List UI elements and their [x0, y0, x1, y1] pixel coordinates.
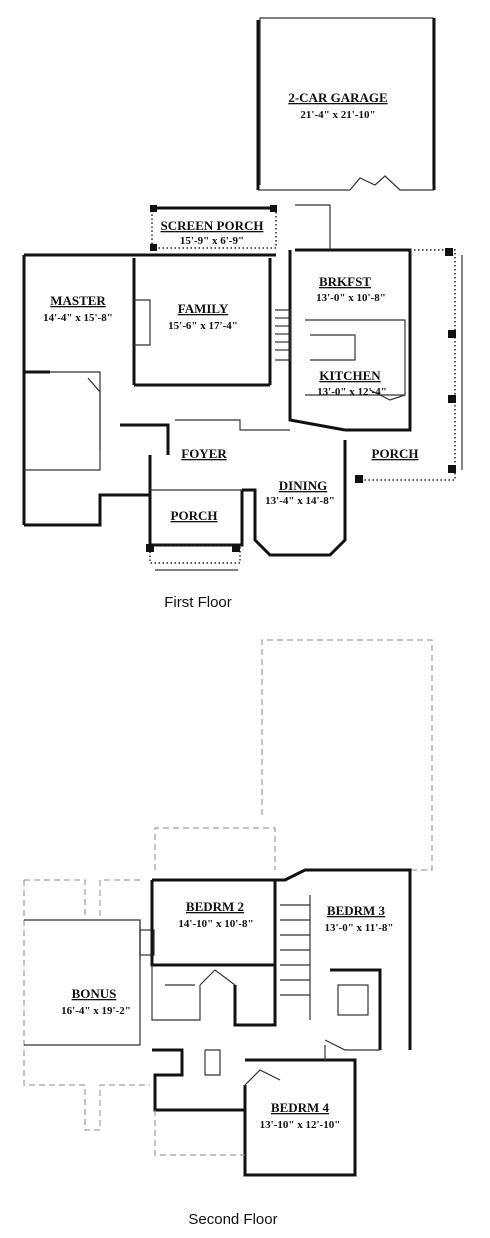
- stair-hall: [275, 868, 412, 1050]
- second-floor-plan: [23, 639, 433, 1177]
- main-house-walls: [22, 204, 412, 557]
- screen-porch-dims: 15'-9" x 6'-9": [180, 235, 244, 247]
- master-label: MASTER: [50, 293, 106, 308]
- open-to-below-outline: [261, 639, 433, 871]
- bedrm2-dims: 14'-10" x 10'-8": [178, 918, 253, 930]
- side-porch-label: PORCH: [372, 446, 419, 461]
- bedrm3-label: BEDRM 3: [327, 903, 386, 918]
- brkfst-label: BRKFST: [319, 274, 371, 289]
- attic-outline: [154, 827, 276, 870]
- bedrm2-walls: [150, 878, 277, 1027]
- front-porch-label: PORCH: [171, 508, 218, 523]
- kitchen-dims: 13'-0" x 12'-4": [317, 386, 387, 398]
- dining-label: DINING: [279, 478, 327, 493]
- bonus-room-walls: [23, 879, 155, 1131]
- bedrm2-label: BEDRM 2: [186, 899, 244, 914]
- brkfst-dims: 13'-0" x 10'-8": [316, 292, 386, 304]
- bedrm4-dims: 13'-10" x 12'-10": [260, 1119, 341, 1131]
- garage-walls: [256, 17, 436, 191]
- bonus-dims: 16'-4" x 19'-2": [61, 1005, 131, 1017]
- garage-label: 2-CAR GARAGE: [288, 90, 387, 105]
- master-dims: 14'-4" x 15'-8": [43, 312, 113, 324]
- dining-dims: 13'-4" x 14'-8": [265, 495, 335, 507]
- screen-porch-walls: [150, 205, 277, 251]
- first-floor-plan: [22, 17, 463, 571]
- front-porch-walls: [146, 544, 241, 571]
- family-dims: 15'-6" x 17'-4": [168, 320, 238, 332]
- screen-porch-label: SCREEN PORCH: [161, 218, 264, 233]
- kitchen-label: KITCHEN: [319, 368, 381, 383]
- side-porch-walls: [355, 248, 463, 483]
- family-label: FAMILY: [178, 301, 229, 316]
- bonus-label: BONUS: [72, 986, 117, 1001]
- bedrm4-walls: [152, 1045, 357, 1177]
- first-floor-caption: First Floor: [164, 594, 232, 611]
- bedrm3-dims: 13'-0" x 11'-8": [324, 922, 393, 934]
- second-floor-caption: Second Floor: [188, 1211, 277, 1228]
- garage-dims: 21'-4" x 21'-10": [300, 109, 375, 121]
- foyer-label: FOYER: [181, 446, 227, 461]
- bedrm3-walls: [324, 968, 382, 1051]
- bedrm4-label: BEDRM 4: [271, 1100, 330, 1115]
